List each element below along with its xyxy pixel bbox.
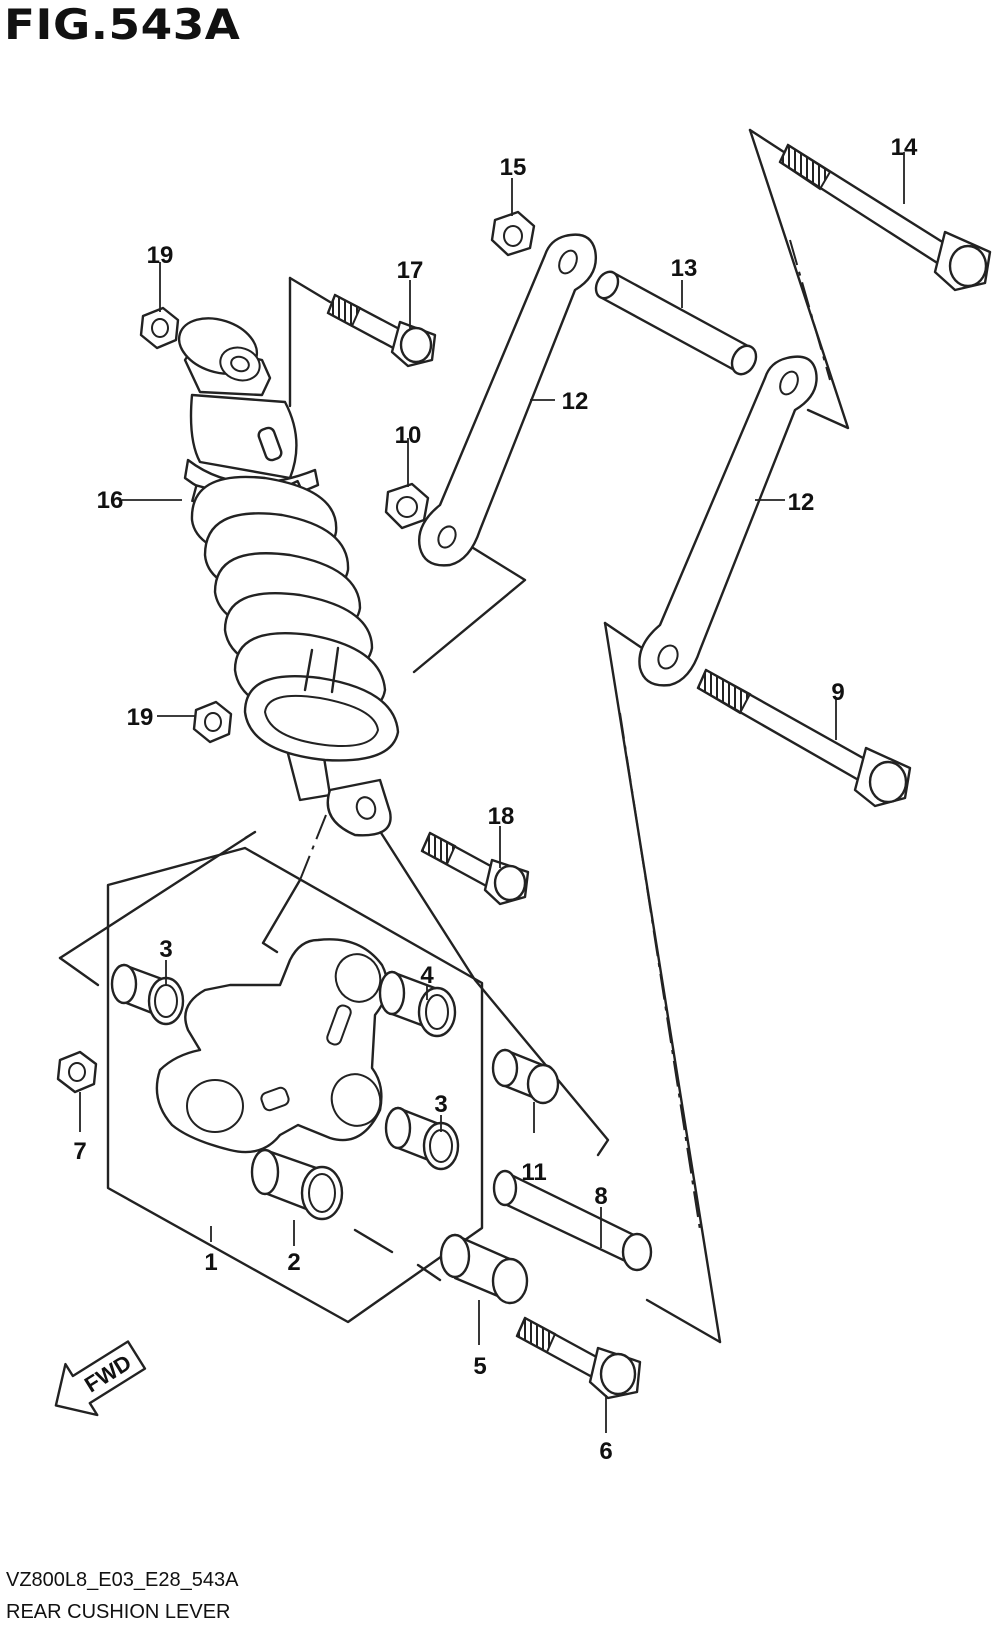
callout-15: 15 bbox=[500, 154, 527, 181]
diagram-caption: REAR CUSHION LEVER bbox=[6, 1601, 231, 1623]
callout-19-upper: 19 bbox=[147, 242, 174, 269]
nut-part-19-upper bbox=[139, 306, 180, 350]
callout-10: 10 bbox=[395, 422, 422, 449]
nut-part-19-lower bbox=[192, 700, 233, 744]
callout-19-lower: 19 bbox=[127, 704, 154, 731]
callout-labels: 19 15 17 10 14 13 12 12 16 19 9 18 3 4 3… bbox=[73, 134, 918, 1465]
callout-14: 14 bbox=[891, 134, 918, 161]
callout-5: 5 bbox=[473, 1353, 486, 1380]
fwd-arrow-icon: FWD bbox=[54, 1340, 147, 1417]
callout-9: 9 bbox=[831, 679, 844, 706]
callout-13: 13 bbox=[671, 255, 698, 282]
bolt-part-17 bbox=[326, 293, 437, 368]
callout-16: 16 bbox=[97, 487, 124, 514]
callout-12-right: 12 bbox=[788, 489, 815, 516]
callout-18: 18 bbox=[488, 803, 515, 830]
callout-4: 4 bbox=[420, 962, 434, 989]
bearing-part-3-upper bbox=[110, 963, 185, 1026]
cushion-lever bbox=[155, 938, 389, 1154]
spacer-part-13 bbox=[594, 270, 758, 376]
bolt-part-18 bbox=[420, 831, 530, 906]
sleeve-part-8 bbox=[492, 1169, 653, 1272]
callout-12-left: 12 bbox=[562, 388, 589, 415]
bearing-part-2 bbox=[250, 1148, 344, 1221]
collar-part-11 bbox=[491, 1048, 560, 1105]
callout-17: 17 bbox=[397, 257, 424, 284]
assembly-guide-lines bbox=[58, 128, 850, 1344]
nut-part-15 bbox=[490, 210, 536, 257]
model-code: VZ800L8_E03_E28_543A bbox=[6, 1569, 239, 1591]
cushion-rod-part-12-left bbox=[418, 233, 597, 567]
nut-part-10 bbox=[384, 482, 430, 530]
bolt-part-6 bbox=[515, 1316, 642, 1400]
callout-3-lower: 3 bbox=[434, 1091, 447, 1118]
callout-8: 8 bbox=[594, 1183, 607, 1210]
collar-part-5 bbox=[439, 1233, 529, 1305]
callout-1: 1 bbox=[204, 1249, 217, 1276]
callout-leader-lines bbox=[79, 152, 905, 1433]
nut-part-7 bbox=[56, 1050, 98, 1094]
callout-7: 7 bbox=[73, 1138, 86, 1165]
bearing-part-3-lower bbox=[384, 1106, 460, 1171]
bolt-part-14 bbox=[778, 143, 992, 292]
rear-shock-absorber bbox=[177, 317, 400, 837]
figure-title: FIG.543A bbox=[4, 0, 241, 49]
bolt-part-9 bbox=[696, 668, 912, 808]
callout-6: 6 bbox=[599, 1438, 612, 1465]
callout-3-upper: 3 bbox=[159, 936, 172, 963]
callout-2: 2 bbox=[287, 1249, 300, 1276]
cushion-rod-part-12-right bbox=[638, 355, 818, 687]
bearing-part-4 bbox=[378, 970, 457, 1038]
callout-11: 11 bbox=[521, 1159, 546, 1186]
